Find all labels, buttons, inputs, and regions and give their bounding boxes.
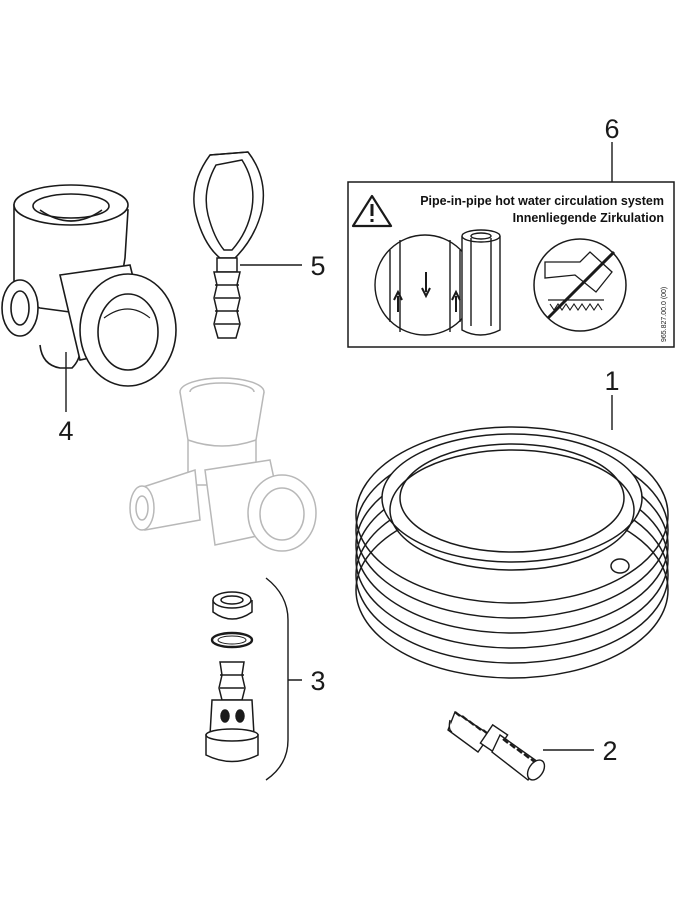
warning-triangle-icon bbox=[351, 194, 393, 228]
part-4-tee-fitting bbox=[1, 184, 177, 387]
label-title-de: Innenliegende Zirkulation bbox=[513, 211, 664, 225]
part-1-pipe-coil bbox=[355, 426, 669, 679]
callout-6: 6 bbox=[604, 114, 619, 144]
pipe-in-pipe-icon bbox=[461, 229, 501, 336]
part-2-threaded-nipple bbox=[447, 710, 546, 782]
label-article-code: 965.827.00.0 (00) bbox=[661, 287, 668, 342]
callout-3: 3 bbox=[310, 666, 325, 696]
part-6-warning-label: Pipe-in-pipe hot water circulation syste… bbox=[347, 181, 675, 348]
part-3-valve-set bbox=[205, 591, 259, 763]
part-5-clip-connector bbox=[193, 151, 265, 339]
callout-4: 4 bbox=[58, 416, 73, 446]
label-title-en: Pipe-in-pipe hot water circulation syste… bbox=[420, 194, 664, 208]
bracket-3 bbox=[265, 577, 302, 781]
do-not-cut-icon bbox=[533, 238, 627, 332]
callout-2: 2 bbox=[602, 736, 617, 766]
flow-direction-icon bbox=[374, 234, 476, 336]
reference-fitting-ghost bbox=[129, 377, 317, 552]
callout-5: 5 bbox=[310, 251, 325, 281]
callout-1: 1 bbox=[604, 366, 619, 396]
